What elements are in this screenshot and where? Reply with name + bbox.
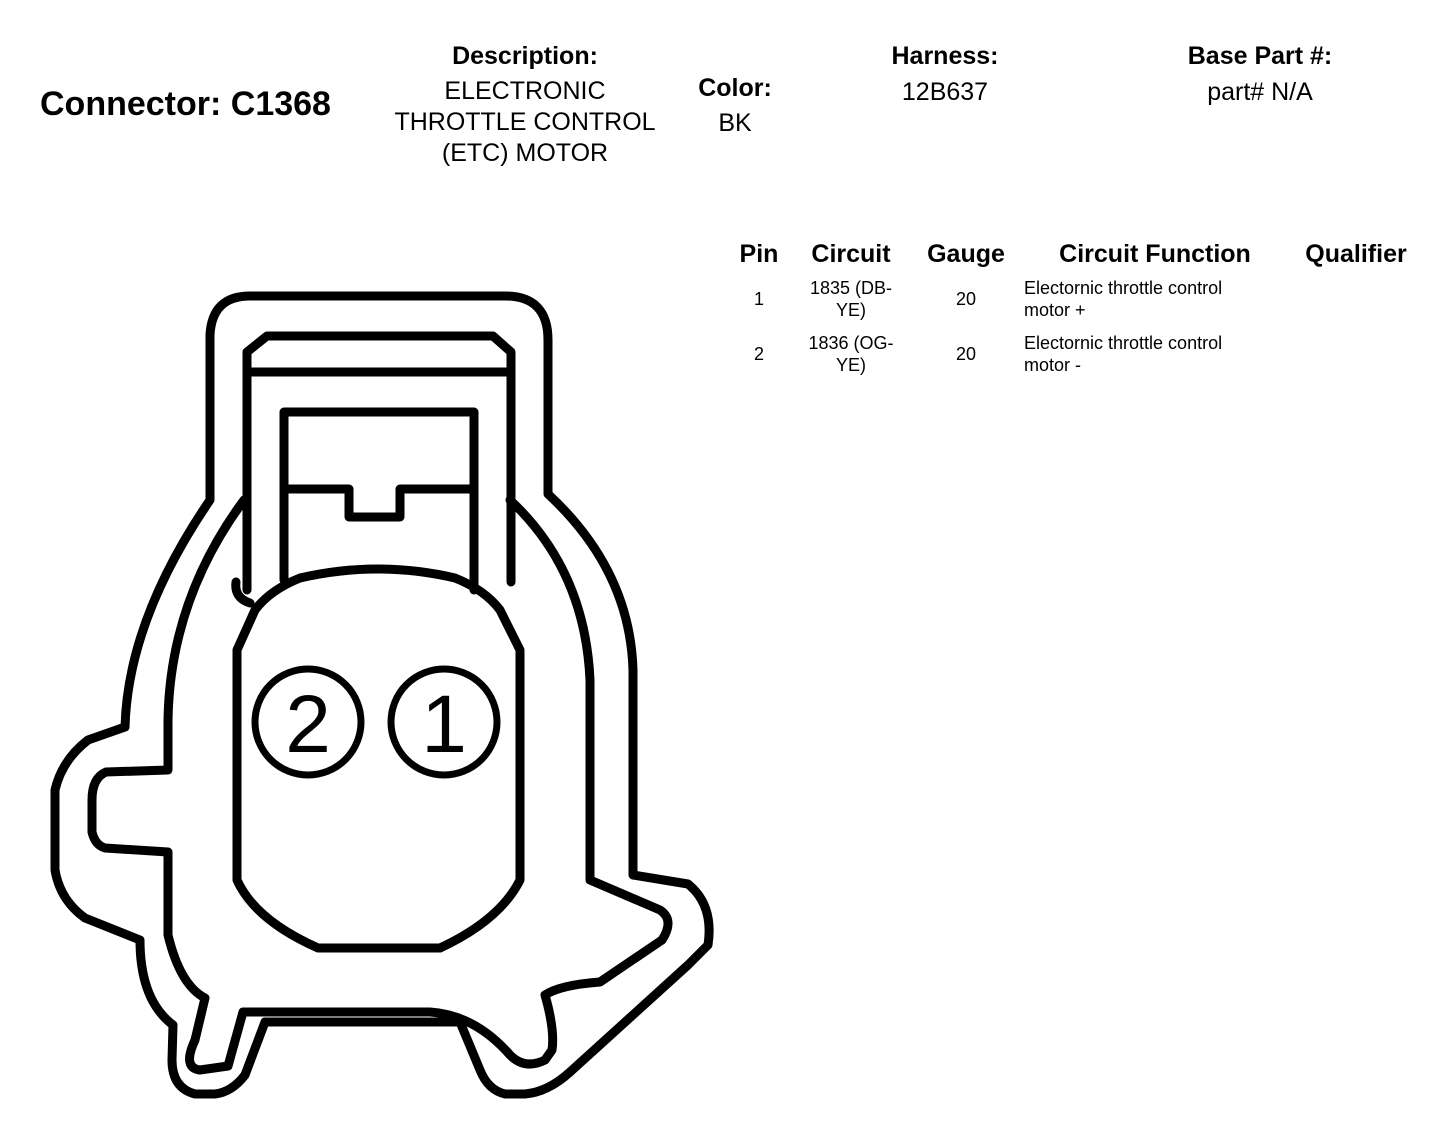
column-header-qualifier: Qualifier [1305,240,1407,268]
base-part-block: Base Part #: part# N/A [1170,42,1350,108]
circuit-cell: 1836 (OG- YE) [786,332,916,387]
harness-label: Harness: [891,42,999,70]
housing-inner-outline [87,495,673,1075]
circuit-line: 1835 (DB- [809,278,893,298]
latch-window [279,407,479,595]
housing-outer-outline [50,291,714,1099]
harness-value: 12B637 [901,78,989,106]
latch-outer [242,331,516,595]
description-value: ELECTRONIC THROTTLE CONTROL (ETC) MOTOR [370,76,680,169]
column-header-circuit: Circuit [811,240,891,268]
pin-1-label: 1 [421,679,467,770]
description-line: (ETC) MOTOR [441,139,609,167]
function-line: motor + [1024,300,1086,320]
latch-hook [231,577,255,608]
table-row: 2 1836 (OG- YE) 20 Electornic throttle c… [732,332,1418,387]
circuit-line: YE) [835,300,866,320]
color-value: BK [718,109,752,137]
description-block: Description: ELECTRONIC THROTTLE CONTROL… [370,42,680,169]
latch-notch [279,484,479,522]
color-label: Color: [698,74,772,102]
base-part-label: Base Part #: [1187,42,1333,70]
gauge-cell: 20 [955,344,977,364]
function-line: motor - [1024,355,1082,375]
pin-table-header-row: Pin Circuit Gauge Circuit Function Quali… [732,240,1418,277]
gauge-cell: 20 [955,289,977,309]
function-cell: Electornic throttle control motor - [1016,332,1294,387]
color-block: Color: BK [680,74,790,139]
pin-cell: 2 [753,344,764,364]
terminal-cavity [232,564,525,953]
description-line: ELECTRONIC [444,77,606,105]
table-row: 1 1835 (DB- YE) 20 Electornic throttle c… [732,277,1418,332]
function-line: Electornic throttle control [1024,333,1223,353]
column-header-pin: Pin [739,240,779,268]
base-part-value: part# N/A [1207,78,1313,106]
circuit-line: 1836 (OG- [808,333,894,353]
pin-table: Pin Circuit Gauge Circuit Function Quali… [732,240,1418,387]
function-cell: Electornic throttle control motor + [1016,277,1294,332]
pin-1-circle [387,665,501,779]
circuit-cell: 1835 (DB- YE) [786,277,916,332]
description-label: Description: [452,42,598,70]
pin-cell: 1 [753,289,764,309]
column-header-circuit-function: Circuit Function [1059,240,1251,268]
pin-2-circle [251,665,365,779]
harness-block: Harness: 12B637 [860,42,1030,108]
column-header-gauge: Gauge [927,240,1005,268]
circuit-line: YE) [835,355,866,375]
connector-title: Connector: C1368 [40,85,331,123]
pin-2-label: 2 [285,679,331,770]
function-line: Electornic throttle control [1024,278,1223,298]
description-line: THROTTLE CONTROL [394,108,656,136]
